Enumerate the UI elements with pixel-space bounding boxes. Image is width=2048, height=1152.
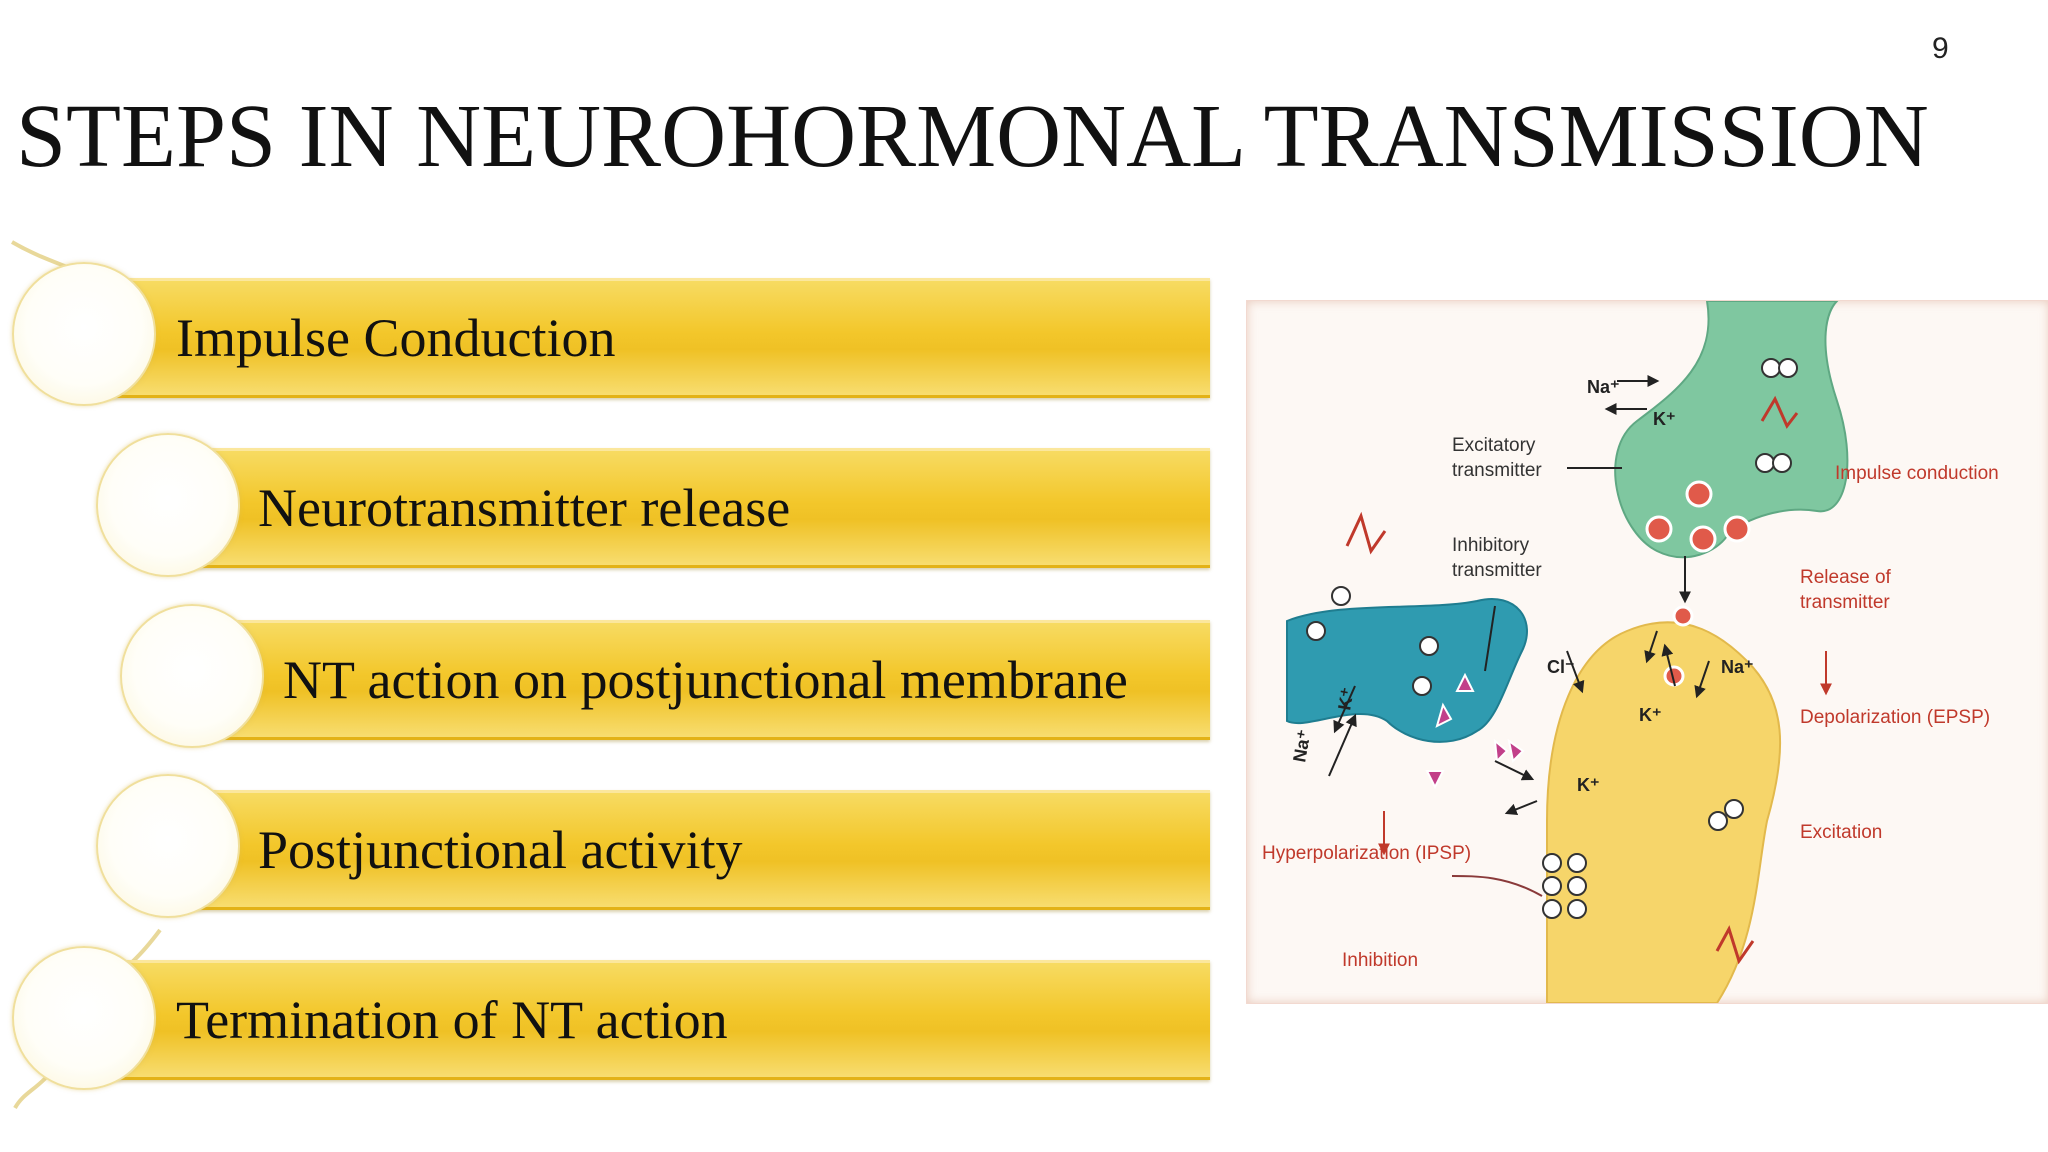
step-circle-icon [12,946,156,1090]
arrows [1328,375,1710,816]
ion-label: K⁺ [1639,705,1662,725]
hyperpolarization-label: Hyperpolarization (IPSP) [1262,843,1471,864]
release-label: transmitter [1800,592,1890,613]
depolarization-label: Depolarization (EPSP) [1800,707,1990,728]
postsynaptic-neuron [1546,621,1782,1003]
step-1: Impulse Conduction [80,278,1210,398]
slide-number: 9 [1932,32,1949,65]
step-circle-icon [120,604,264,748]
step-label: Postjunctional activity [258,820,743,880]
step-circle-icon [12,262,156,406]
step-circle-icon [96,774,240,918]
step-4: Postjunctional activity [160,790,1210,910]
impulse-zigzag-icons [1345,395,1799,965]
vesicle-icons [1645,480,1751,687]
ion-label: K⁺ [1653,409,1676,429]
excitatory-label: Excitatory [1452,435,1536,456]
ion-label: Na⁺ [1289,728,1314,763]
page-title: STEPS IN NEUROHORMONAL TRANSMISSION [16,87,1929,186]
release-label: Release of [1800,567,1892,588]
ion-label: K⁺ [1334,686,1358,712]
step-5: Termination of NT action [80,960,1210,1080]
step-2: Neurotransmitter release [160,448,1210,568]
inhibitory-transmitter-icons [1425,672,1525,790]
inhibitory-label: Inhibitory [1452,535,1530,556]
synapse-diagram-svg: Na⁺ K⁺ Cl⁻ Na⁺ K⁺ K⁺ Na⁺ K⁺ Excitatory t… [1262,301,1999,1003]
inhibitory-pointer [1484,605,1496,672]
step-label: Termination of NT action [176,990,728,1050]
ipsp-pointer [1451,875,1543,897]
ion-label: K⁺ [1577,775,1600,795]
red-arrows [1378,651,1832,856]
step-label: NT action on postjunctional membrane [283,650,1128,710]
impulse-conduction-label: Impulse conduction [1835,463,1999,484]
steps-list: Impulse Conduction Neurotransmitter rele… [0,230,1230,1110]
ion-label: Na⁺ [1587,377,1620,397]
step-label: Impulse Conduction [176,308,616,368]
step-circle-icon [96,433,240,577]
ion-label: Cl⁻ [1547,657,1575,677]
synapse-diagram: Na⁺ K⁺ Cl⁻ Na⁺ K⁺ K⁺ Na⁺ K⁺ Excitatory t… [1246,300,2048,1004]
inhibition-label: Inhibition [1342,950,1418,971]
ion-label: Na⁺ [1721,657,1754,677]
excitation-label: Excitation [1800,822,1882,843]
step-3: NT action on postjunctional membrane [185,620,1210,740]
step-label: Neurotransmitter release [258,478,791,538]
excitatory-label: transmitter [1452,460,1542,481]
charge-icons [1306,358,1798,919]
inhibitory-label: transmitter [1452,560,1542,581]
inhibitory-presynaptic-terminal [1286,598,1528,743]
